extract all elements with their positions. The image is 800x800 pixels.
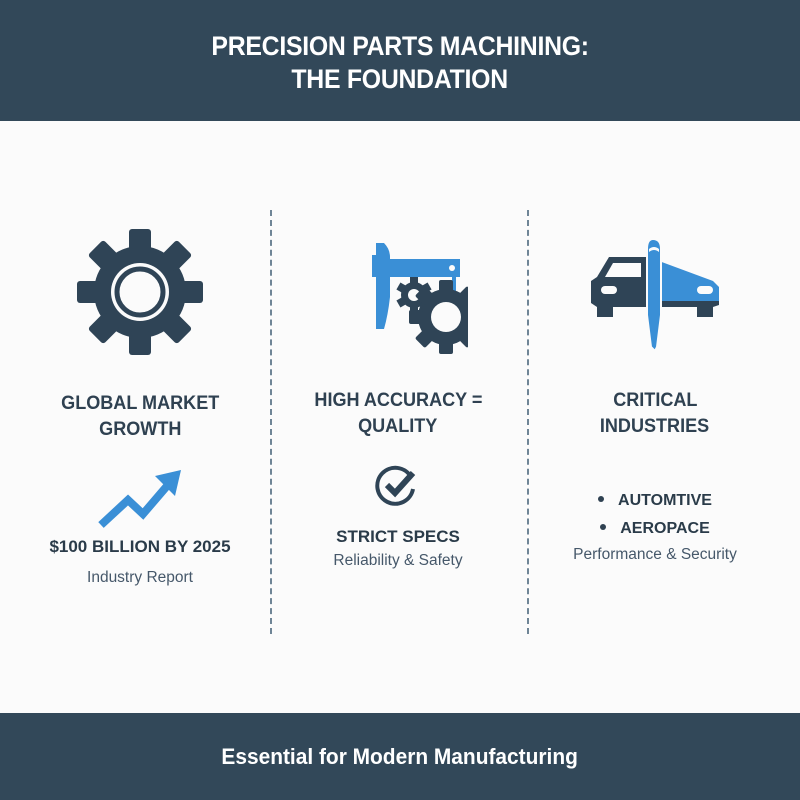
page-title-line-2: THE FOUNDATION — [291, 63, 509, 94]
bullet-icon — [600, 523, 607, 530]
gear-icon — [77, 229, 203, 355]
specs-label: STRICT SPECS — [336, 527, 460, 546]
trend-up-arrow-icon — [98, 470, 181, 528]
market-source: Industry Report — [87, 569, 193, 586]
market-stat: $100 BILLION BY 2025 — [49, 537, 231, 556]
column-title: CRITICAL INDUSTRIES — [600, 390, 710, 437]
check-circle-icon — [375, 465, 416, 506]
footer-tagline: Essential for Modern Manufacturing — [221, 743, 579, 769]
column-title: HIGH ACCURACY = QUALITY — [313, 390, 482, 437]
column-market-growth: GLOBAL MARKET GROWTH $100 BILLION BY 202… — [15, 215, 265, 635]
list-item: AEROPACE — [530, 515, 780, 543]
specs-subtitle: Reliability & Safety — [333, 552, 463, 569]
column-divider-2 — [527, 210, 529, 634]
header-banner: PRECISION PARTS MACHINING: THE FOUNDATIO… — [0, 0, 800, 121]
industry-list: AUTOMTIVE AEROPACE — [530, 487, 780, 543]
column-accuracy: HIGH ACCURACY = QUALITY STRICT SPECS Rel… — [273, 215, 523, 635]
column-divider-1 — [270, 210, 272, 634]
caliper-gears-icon — [372, 243, 468, 354]
page-title-line-1: PRECISION PARTS MACHINING: — [211, 30, 589, 61]
bullet-icon — [598, 495, 605, 502]
footer-banner: Essential for Modern Manufacturing — [0, 713, 800, 800]
industries-subtitle: Performance & Security — [573, 546, 737, 563]
car-airplane-icon — [591, 237, 719, 353]
column-industries: CRITICAL INDUSTRIES AUTOMTIVE AEROPACE P… — [530, 215, 780, 635]
list-item: AUTOMTIVE — [530, 487, 780, 515]
column-title: GLOBAL MARKET GROWTH — [60, 393, 220, 440]
